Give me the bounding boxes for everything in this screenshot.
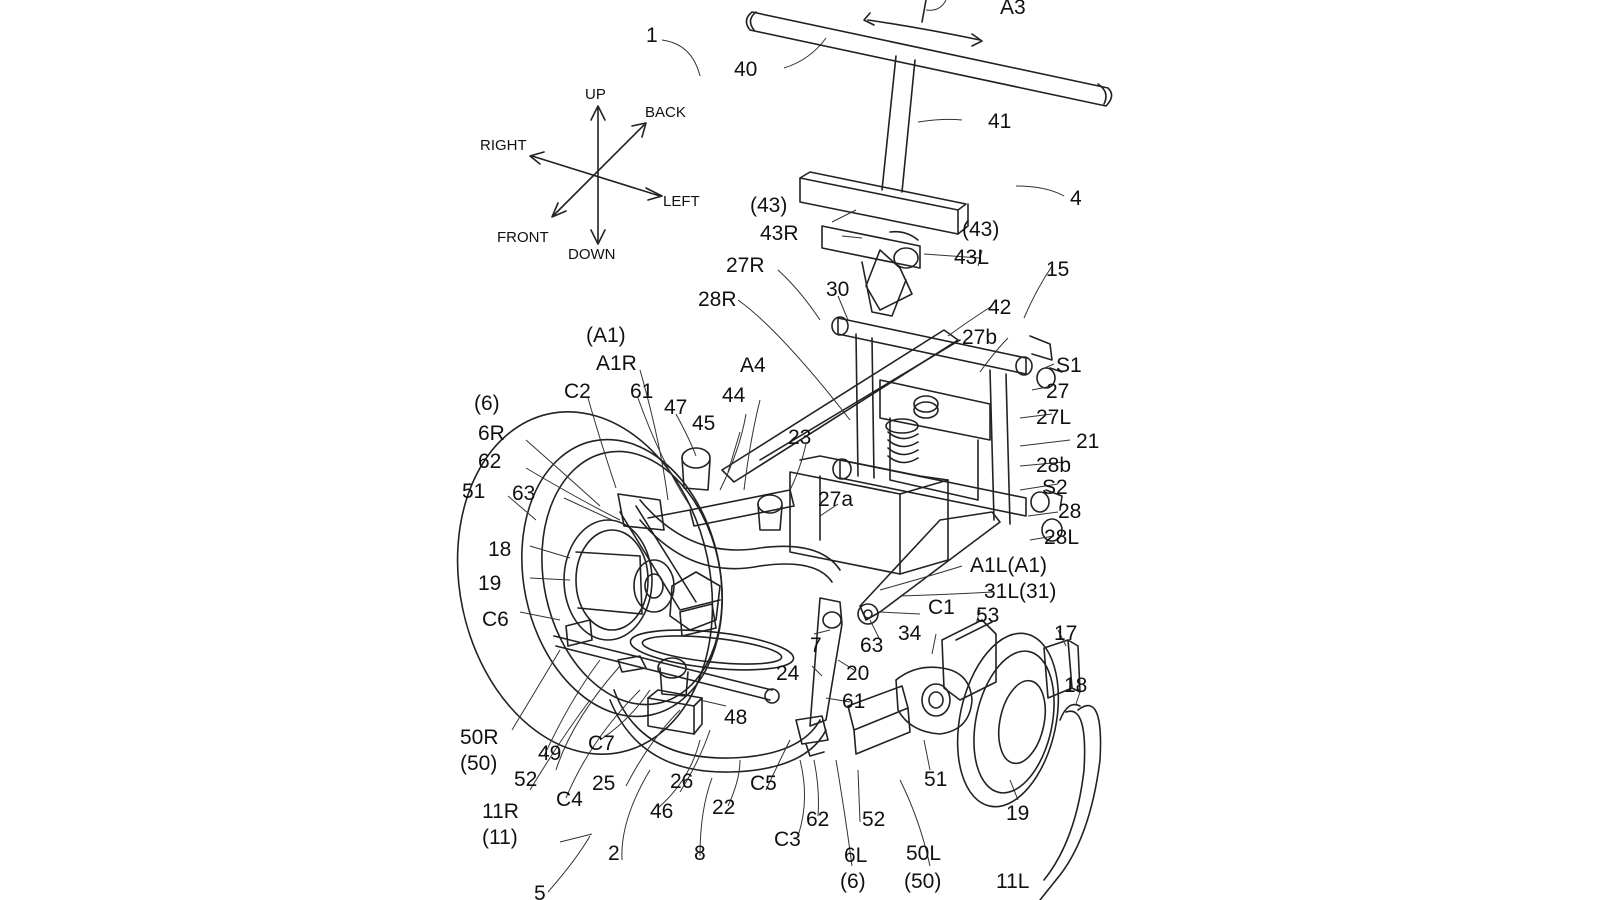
ref-label: 5 xyxy=(534,882,546,900)
ref-label: 26 xyxy=(670,770,693,793)
ref-label: C6 xyxy=(482,608,509,631)
ref-label: 27R xyxy=(726,254,765,277)
ref-label: (50) xyxy=(904,870,941,893)
ref-label: 23 xyxy=(788,426,811,449)
ref-label: 6R xyxy=(478,422,505,445)
ref-label: C3 xyxy=(774,828,801,851)
ref-label: 1 xyxy=(646,24,658,47)
direction-up-label: UP xyxy=(585,86,606,103)
ref-label: 28R xyxy=(698,288,737,311)
ref-label: 51 xyxy=(924,768,947,791)
direction-back-label: BACK xyxy=(645,104,686,121)
ref-label: S1 xyxy=(1056,354,1082,377)
ref-label: 63 xyxy=(860,634,883,657)
reference-labels: 1 40 A3 41 4 (43) 43R (43) 43L 27R 30 28… xyxy=(460,0,1099,900)
ref-label: 7 xyxy=(810,634,822,657)
ref-label: 15 xyxy=(1046,258,1069,281)
ref-label: 62 xyxy=(478,450,501,473)
exploded-wheel-parts xyxy=(847,619,1102,900)
ref-label: 41 xyxy=(988,110,1011,133)
ref-label: 51 xyxy=(462,480,485,503)
ref-label: A1L(A1) xyxy=(970,554,1047,577)
ref-label: 52 xyxy=(862,808,885,831)
ref-label: 30 xyxy=(826,278,849,301)
right-wheel xyxy=(456,410,723,756)
ref-label: C4 xyxy=(556,788,583,811)
direction-right-label: RIGHT xyxy=(480,137,527,154)
ref-label: 18 xyxy=(488,538,511,561)
ref-label: 27 xyxy=(1046,380,1069,403)
suspension-assembly xyxy=(553,447,843,773)
ref-label: 18 xyxy=(1064,674,1087,697)
ref-label: 43R xyxy=(760,222,799,245)
direction-down-label: DOWN xyxy=(568,246,616,263)
ref-label: 20 xyxy=(846,662,869,685)
ref-label: S2 xyxy=(1042,476,1068,499)
ref-label: (6) xyxy=(840,870,866,893)
ref-label: 6L xyxy=(844,844,867,867)
ref-label: 49 xyxy=(538,742,561,765)
ref-label: 27b xyxy=(962,326,997,349)
ref-label: 27L xyxy=(1036,406,1071,429)
ref-label: 63 xyxy=(512,482,535,505)
ref-label: (43) xyxy=(750,194,787,217)
ref-label: 34 xyxy=(898,622,922,645)
ref-label: 52 xyxy=(514,768,537,791)
leader-lines xyxy=(507,0,1081,893)
ref-label: 19 xyxy=(1006,802,1029,825)
ref-label: 21 xyxy=(1076,430,1099,453)
ref-label: C5 xyxy=(750,772,777,795)
ref-label: 48 xyxy=(724,706,747,729)
ref-label: A1R xyxy=(596,352,637,375)
ref-label: 11R xyxy=(482,800,519,823)
ref-label: 43L xyxy=(954,246,989,269)
ref-label: 44 xyxy=(722,384,746,407)
ref-label: (11) xyxy=(482,826,518,849)
ref-label: 19 xyxy=(478,572,501,595)
frame-assembly xyxy=(721,316,1063,625)
ref-label: 47 xyxy=(664,396,687,419)
ref-label: (50) xyxy=(460,752,497,775)
ref-label: 28 xyxy=(1058,500,1081,523)
ref-label: 45 xyxy=(692,412,715,435)
ref-label: 22 xyxy=(712,796,735,819)
ref-label: 4 xyxy=(1070,187,1082,210)
ref-label: 53 xyxy=(976,604,999,627)
ref-label: 8 xyxy=(694,842,706,865)
ref-label: 46 xyxy=(650,800,673,823)
ref-label: (6) xyxy=(474,392,500,415)
ref-label: 31L(31) xyxy=(984,580,1056,603)
ref-label: 50R xyxy=(460,726,499,749)
ref-label: 25 xyxy=(592,772,615,795)
ref-label: 2 xyxy=(608,842,620,865)
ref-label: 40 xyxy=(734,58,757,81)
ref-label: 24 xyxy=(776,662,800,685)
ref-label: 50L xyxy=(906,842,941,865)
ref-label: 28b xyxy=(1036,454,1071,477)
ref-label: (A1) xyxy=(586,324,626,347)
ref-label: 27a xyxy=(818,488,853,511)
ref-label: C2 xyxy=(564,380,591,403)
handlebar-assembly xyxy=(745,0,1113,317)
ref-label: C1 xyxy=(928,596,955,619)
ref-label: 42 xyxy=(988,296,1011,319)
ref-label: C7 xyxy=(588,732,615,755)
ref-label: A3 xyxy=(1000,0,1026,19)
direction-front-label: FRONT xyxy=(497,229,549,246)
ref-label: 62 xyxy=(806,808,829,831)
ref-label: A4 xyxy=(740,354,766,377)
ref-label: 17 xyxy=(1054,622,1077,645)
ref-label: 61 xyxy=(842,690,865,713)
ref-label: 61 xyxy=(630,380,653,403)
ref-label: 28L xyxy=(1044,526,1079,549)
ref-label: 11L xyxy=(996,870,1029,893)
direction-left-label: LEFT xyxy=(663,193,700,210)
direction-compass xyxy=(529,105,663,245)
ref-label: (43) xyxy=(962,218,999,241)
